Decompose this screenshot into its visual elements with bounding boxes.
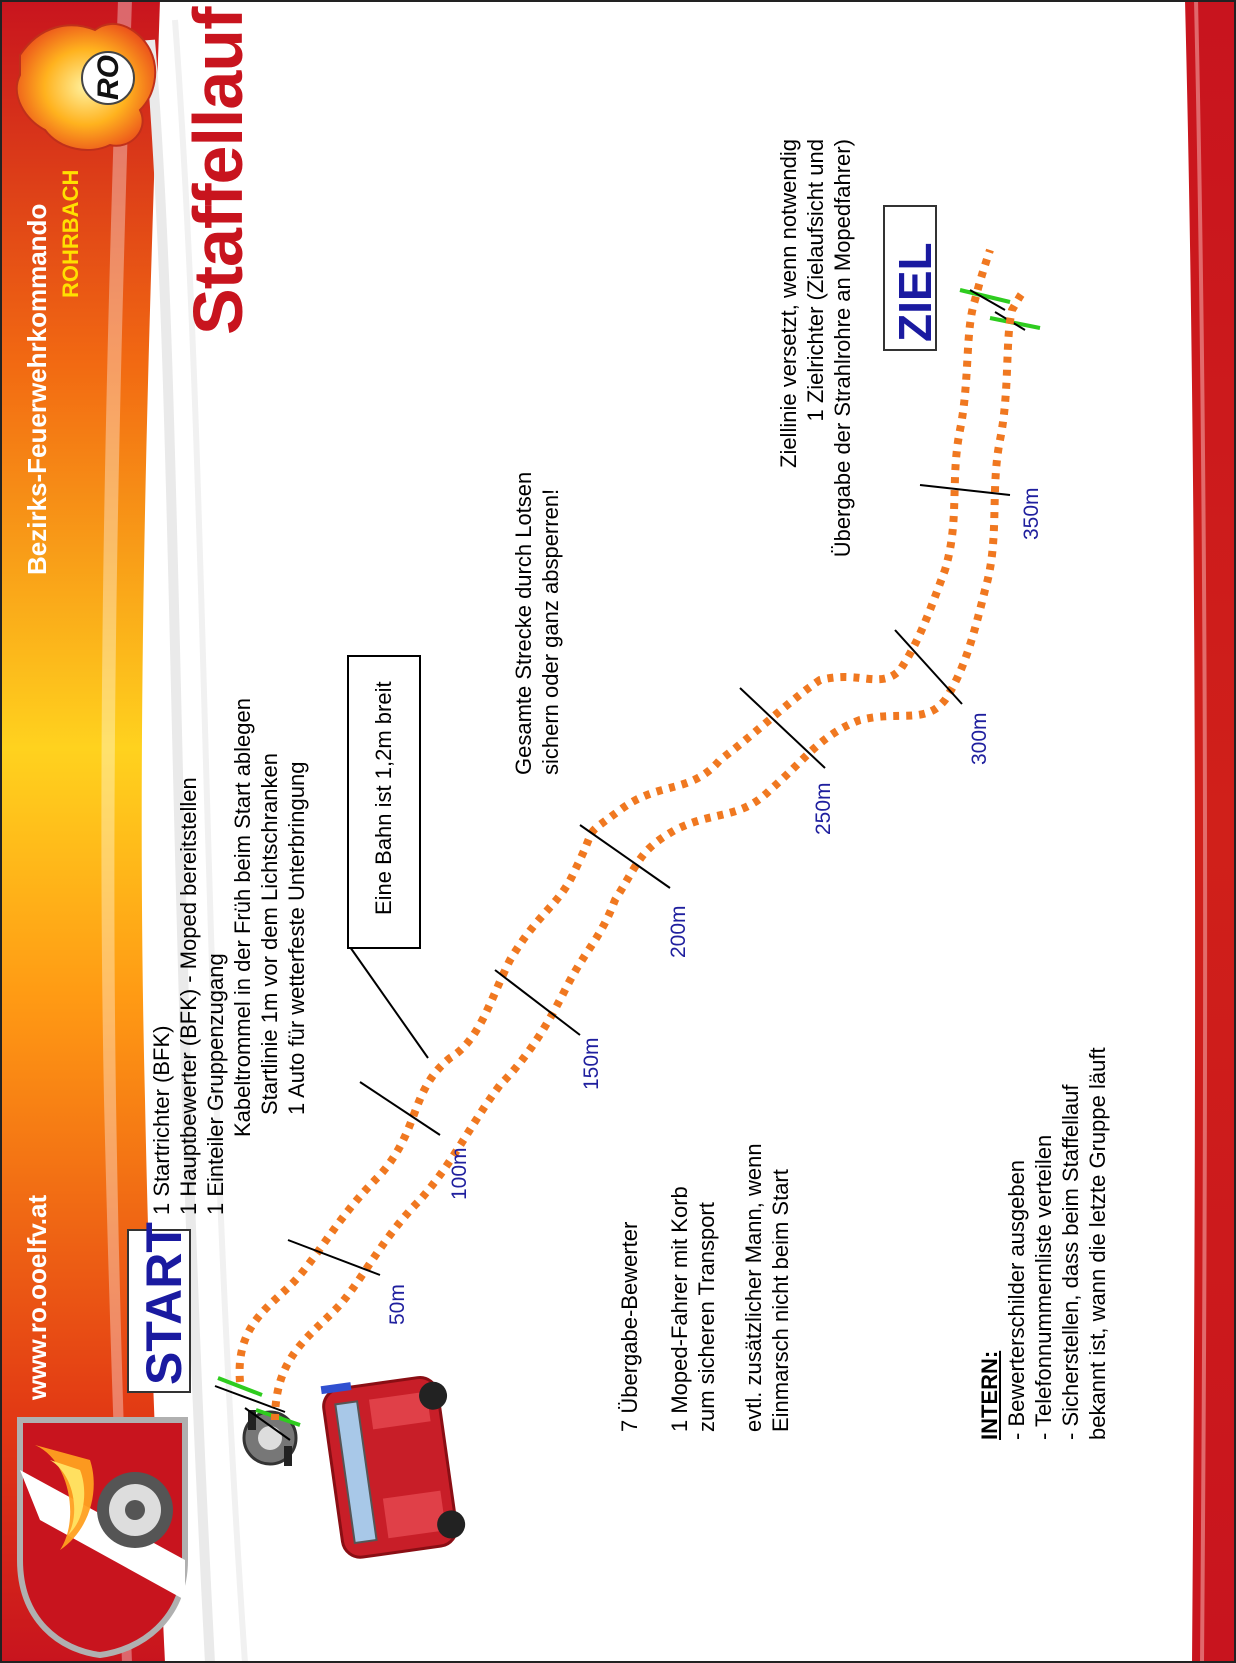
distance-label-250m: 250m xyxy=(812,782,835,835)
start-note: Kabeltrommel in der Früh beim Start able… xyxy=(230,698,255,1137)
intern-item: - Sicherstellen, dass beim Staffellauf xyxy=(1058,1084,1083,1440)
track-lane-lower xyxy=(271,287,1028,1421)
start-notes: 1 Startrichter (BFK) 1 Hauptbewerter (BF… xyxy=(148,698,310,1215)
organisation-text: Bezirks-Feuerwehrkommando xyxy=(22,203,52,575)
moped-note-line: 1 Moped-Fahrer mit Korb xyxy=(667,1186,692,1432)
intern-item: - Telefonnummernliste verteilen xyxy=(1031,1134,1056,1440)
start-box xyxy=(127,1229,191,1393)
start-note: 1 Auto für wetterfeste Unterbringung xyxy=(284,761,309,1115)
district-name: ROHRBACH xyxy=(58,169,83,298)
district-map-logo xyxy=(15,23,157,151)
judges-note: 7 Übergabe-Bewerter xyxy=(617,1221,642,1432)
finish-box xyxy=(883,205,937,351)
distance-label-300m: 300m xyxy=(968,712,991,765)
track-note-line: sichern oder ganz absperren! xyxy=(538,488,563,775)
date-text: 12. Oktober 2009 xyxy=(1136,1473,1161,1650)
extra-note-line: Einmarsch nicht beim Start xyxy=(768,1169,793,1432)
intern-item: bekannt ist, wann die letzte Gruppe läuf… xyxy=(1085,1047,1110,1440)
page-title: Staffellauf xyxy=(179,7,257,335)
fire-brigade-crest-icon xyxy=(17,1417,188,1659)
track-note: Gesamte Strecke durch Lotsen sichern ode… xyxy=(510,472,564,775)
distance-label-200m: 200m xyxy=(667,905,690,958)
cable-reel-icon xyxy=(242,1410,298,1466)
logo-letters: RO xyxy=(92,55,125,100)
intern-notes: INTERN: - Bewerterschilder ausgeben - Te… xyxy=(976,1047,1111,1440)
distance-ticks xyxy=(287,484,1011,1276)
intern-item: - Bewerterschilder ausgeben xyxy=(1004,1159,1029,1440)
finish-note-line: Übergabe der Strahlrohre an Mopedfahrer) xyxy=(830,139,855,558)
start-note: 1 Einteiler Gruppenzugang xyxy=(203,953,228,1215)
distance-label-50m: 50m xyxy=(386,1284,409,1325)
distance-label-150m: 150m xyxy=(580,1037,603,1090)
fire-truck-image xyxy=(320,1376,466,1559)
start-label: START xyxy=(136,1222,192,1385)
start-note: 1 Hauptbewerter (BFK) - Moped bereitstel… xyxy=(176,777,201,1215)
extra-note: evtl. zusätzlicher Mann, wenn Einmarsch … xyxy=(740,1143,794,1432)
distance-label-350m: 350m xyxy=(1020,487,1043,540)
lane-callout-box xyxy=(347,655,421,949)
track-note-line: Gesamte Strecke durch Lotsen xyxy=(511,471,536,775)
extra-note-line: evtl. zusätzlicher Mann, wenn xyxy=(741,1143,766,1432)
start-note: Startlinie 1m vor dem Lichtschranken xyxy=(257,753,282,1115)
start-note: 1 Startrichter (BFK) xyxy=(149,1025,174,1215)
distance-label-100m: 100m xyxy=(448,1147,471,1200)
finish-note-line: Ziellinie versetzt, wenn notwendig xyxy=(776,139,801,468)
moped-note-line: zum sicheren Transport xyxy=(694,1202,719,1432)
finish-notes: Ziellinie versetzt, wenn notwendig 1 Zie… xyxy=(775,139,856,558)
moped-note: 1 Moped-Fahrer mit Korb zum sicheren Tra… xyxy=(666,1186,720,1432)
url-text: www.ro.ooelfv.at xyxy=(22,1194,52,1400)
intern-heading: INTERN: xyxy=(977,1350,1002,1440)
lane-callout-text: Eine Bahn ist 1,2m breit xyxy=(371,681,396,915)
finish-label: ZIEL xyxy=(889,242,941,342)
finish-note-line: 1 Zielrichter (Zielaufsicht und xyxy=(803,139,828,422)
